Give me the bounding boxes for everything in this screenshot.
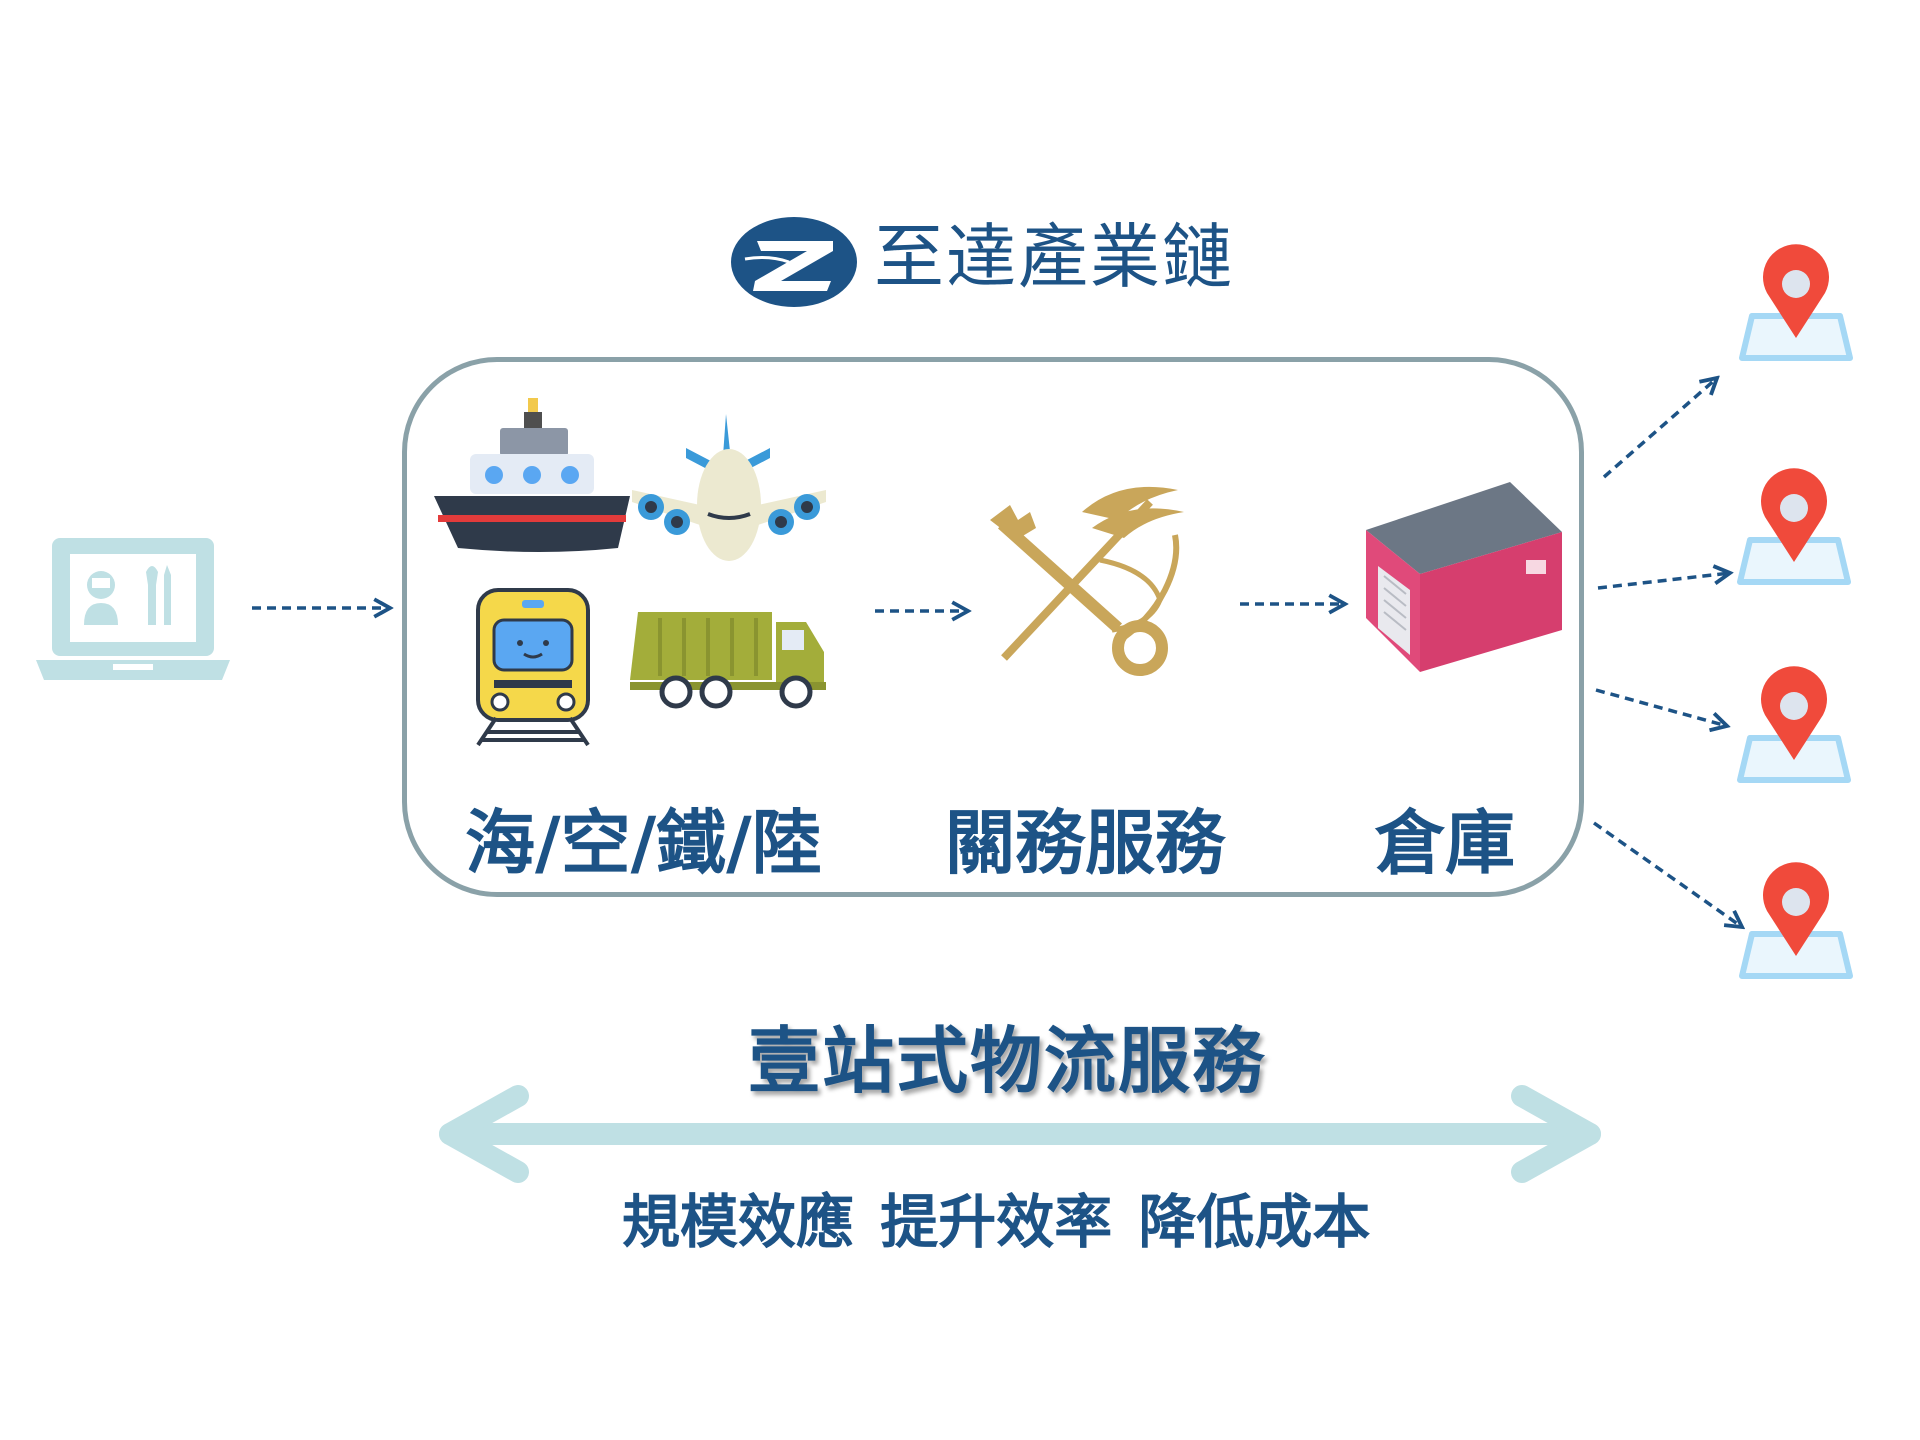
laptop-designer-icon xyxy=(36,538,230,680)
airplane-icon xyxy=(632,414,826,561)
double-headed-arrow-icon xyxy=(439,1085,1601,1183)
flow-arrows xyxy=(252,378,1742,927)
location-pin-icon xyxy=(1737,666,1851,783)
ship-icon xyxy=(434,398,630,552)
truck-icon xyxy=(630,612,826,709)
stage-label-customs: 關務服務 xyxy=(945,801,1225,884)
train-icon xyxy=(476,588,590,747)
brand-name: 至達產業鏈 xyxy=(874,216,1234,298)
warehouse-icon xyxy=(1366,482,1562,672)
arrow-warehouse-to-pin-4 xyxy=(1592,821,1742,927)
stage-label-warehouse: 倉庫 xyxy=(1375,801,1515,884)
arrow-warehouse-to-pin-1 xyxy=(1602,378,1717,479)
arrow-warehouse-to-pin-3 xyxy=(1595,688,1727,726)
location-pin-icon xyxy=(1739,862,1853,979)
service-box xyxy=(402,357,1584,897)
tagline: 壹站式物流服務 xyxy=(748,1018,1267,1103)
customs-emblem-icon xyxy=(990,486,1184,676)
benefits-text: 規模效應 提升效率 降低成本 xyxy=(622,1188,1371,1256)
brand-logo-icon xyxy=(731,217,857,307)
stage-label-transport: 海/空/鐵/陸 xyxy=(465,801,822,884)
location-pin-icon xyxy=(1737,468,1851,585)
location-pin-icon xyxy=(1739,244,1853,361)
arrow-warehouse-to-pin-2 xyxy=(1597,573,1730,590)
